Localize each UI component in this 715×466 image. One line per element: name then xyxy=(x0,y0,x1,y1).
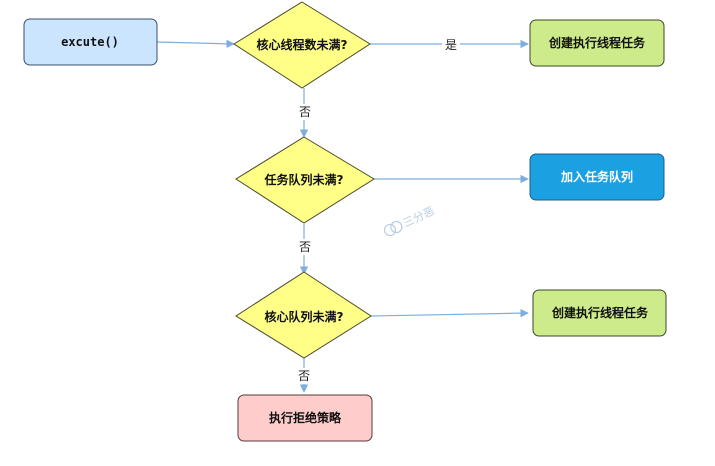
check-core-label: 核心线程数未满? xyxy=(257,37,348,52)
node-check-max: 核心队列未满? xyxy=(235,271,372,359)
node-check-queue: 任务队列未满? xyxy=(235,136,375,224)
create-max-label: 创建执行线程任务 xyxy=(551,305,649,320)
add-queue-box xyxy=(529,153,665,201)
create-max-box xyxy=(532,289,667,337)
edge-labels: 是 否 否 否 xyxy=(295,36,460,384)
check-queue-diamond xyxy=(235,136,375,224)
create-core-label: 创建执行线程任务 xyxy=(548,35,646,50)
add-queue-label: 加入任务队列 xyxy=(560,169,633,184)
watermark-logo-icon xyxy=(383,223,397,237)
watermark-text: 三分恶 xyxy=(401,204,436,230)
reject-box xyxy=(237,394,373,442)
node-check-core: 核心线程数未满? xyxy=(233,1,371,89)
edge-label-no-2: 否 xyxy=(299,240,311,254)
watermark: 三分恶 xyxy=(383,204,436,237)
check-core-diamond xyxy=(233,1,371,89)
edge-execute-to-check-core xyxy=(156,39,235,49)
node-add-queue: 加入任务队列 xyxy=(529,153,665,201)
edges xyxy=(156,39,529,393)
node-create-core: 创建执行线程任务 xyxy=(529,19,665,67)
create-core-box xyxy=(529,19,665,67)
reject-label: 执行拒绝策略 xyxy=(269,410,342,425)
node-create-max: 创建执行线程任务 xyxy=(532,289,667,337)
edge-label-yes: 是 xyxy=(445,38,457,52)
check-queue-label: 任务队列未满? xyxy=(264,172,344,187)
edge-label-no-3: 否 xyxy=(298,369,310,383)
check-max-diamond xyxy=(235,271,372,359)
execute-box xyxy=(23,18,158,66)
edge-label-no-1: 否 xyxy=(299,105,311,119)
node-execute: excute() xyxy=(23,18,158,66)
edge-check-max-to-create-max xyxy=(370,308,529,318)
execute-label: excute() xyxy=(61,35,119,49)
node-reject: 执行拒绝策略 xyxy=(237,394,373,442)
check-max-label: 核心队列未满? xyxy=(265,309,344,324)
